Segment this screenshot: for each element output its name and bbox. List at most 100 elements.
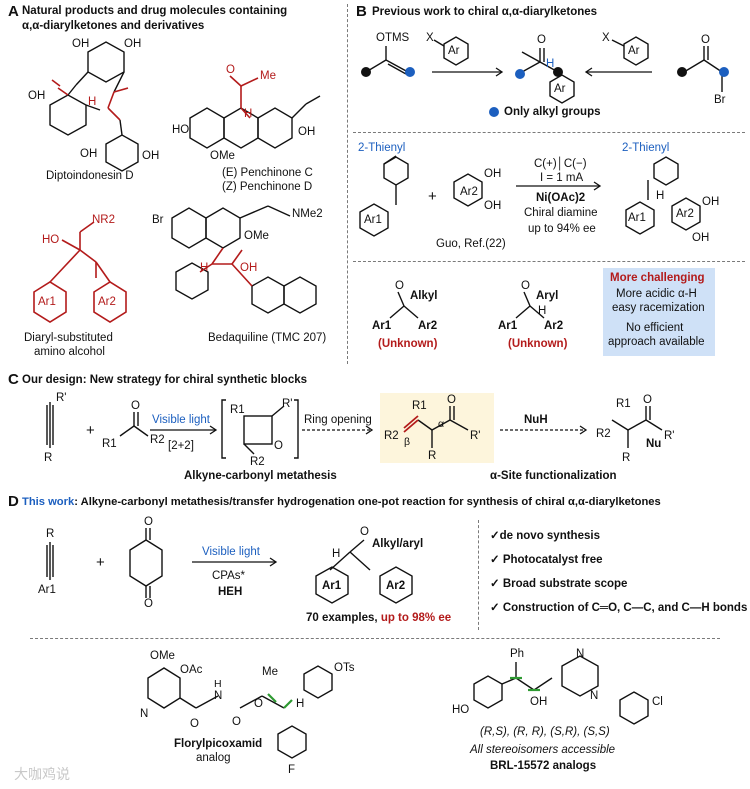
brl-green [510,676,540,692]
amino-name-2: amino alcohol [34,346,105,358]
brl-n2: N [590,690,599,702]
bedaquiline-red [199,247,253,287]
only-alkyl-legend: Only alkyl groups [504,106,601,118]
brl-stereo: (R,S), (R, R), (S,R), (S,S) [480,726,610,738]
bedaquiline-structure [171,205,317,314]
panel-c-title: Our design: New strategy for chiral synt… [22,374,308,386]
intermediate-c [417,406,469,448]
penchinone-e-name: (E) Penchinone C [222,167,313,179]
florylpicoxamid-structure [147,665,333,759]
cond-current: I = 1 mA [540,172,584,184]
ar1-product: Ar1 [322,580,342,592]
oh-label: OH [484,168,502,180]
arrow-guo [516,181,602,191]
ar1-right: Ar1 [628,212,646,224]
flory-n: N [140,708,149,720]
flory-nh: N [214,690,223,702]
florylpicoxamid-sub: analog [196,752,231,764]
label-functionalization: α-Site functionalization [490,470,617,482]
unknown-label-2: (Unknown) [508,338,568,350]
r-prime-label: R' [664,430,675,442]
catechol [453,173,483,207]
r2-label: R2 [384,430,399,442]
check-de-novo: ✓de novo synthesis [490,530,600,542]
r-label: R [428,450,437,462]
panel-d-title-rest: : Alkyne-carbonyl metathesis/transfer hy… [74,496,661,508]
black-dot-2 [553,67,563,77]
guo-reference: Guo, Ref.(22) [436,238,506,250]
alkyne-c [46,402,54,448]
br-label: Br [714,94,726,106]
ketone-product-b [521,48,575,104]
r1-label: R1 [412,400,427,412]
cond-ee: up to 94% ee [528,223,596,235]
examples-label: 70 examples, up to 98% ee [306,612,451,625]
bedaquiline-br: Br [152,214,164,226]
cond-diamine: Chiral diamine [524,207,598,219]
carbonyl-c [119,412,149,437]
visible-light-c: Visible light [152,414,210,426]
heh-label: HEH [218,586,243,598]
me-label: Me [260,70,276,82]
alkyl-label: Alkyl [410,290,438,302]
r-prime-label: R' [470,430,481,442]
aryl-halide-1 [433,36,469,66]
intermediate-c-red [403,415,419,433]
oh-label: OH [124,38,142,50]
o-label: O [521,280,530,292]
challenge-title: More challenging [610,272,705,284]
plus-b: + [428,188,437,205]
challenge-line-1: More acidic α-H [616,288,697,300]
cond-electrodes: C(+)│C(−) [534,158,587,170]
h-label: H [538,305,547,317]
oh-label: OH [484,200,502,212]
flory-h-nh: H [214,678,222,690]
unknown-2 [515,291,545,319]
product-c [611,406,663,448]
r1-label: R1 [230,404,245,416]
brl-name: BRL-15572 analogs [490,760,597,772]
o-label: O [447,394,456,406]
h-label: H [546,58,555,70]
challenge-line-4: approach available [608,336,705,348]
panel-d-letter: D [8,493,19,510]
flory-f: F [288,764,296,776]
panel-d-title: This work: Alkyne-carbonyl metathesis/tr… [22,496,661,509]
ee-label: up to 98% ee [380,612,452,624]
bedaquiline-h: H [200,262,209,274]
ac-o-label: O [226,64,235,76]
penchinone-ome: OMe [210,150,235,162]
flory-o: O [254,698,263,710]
oh-label: OH [142,150,160,162]
oh-label: OH [72,38,90,50]
r2-label: R2 [150,434,165,446]
panel-a-title-2: α,α-diarylketones and derivatives [22,20,205,32]
flory-ome: OMe [150,650,175,662]
brl-n1: N [576,648,585,660]
divider-d-bottom [30,638,720,639]
penchinone-structure [189,95,321,149]
arrow-d [192,557,278,567]
this-work: This work [22,496,75,508]
aryl-label: Aryl [536,290,559,302]
o-label: O [701,34,710,46]
bromoketone [683,46,723,92]
divider-a-b [347,4,348,364]
o-label: O [360,526,369,538]
penchinone-ho: HO [172,124,190,136]
r2-label: R2 [250,456,265,468]
ar1-left: Ar1 [364,214,382,226]
black-dot-1 [361,67,371,77]
arrows-c [150,425,588,435]
panel-a-letter: A [8,3,19,20]
diptoindonesin-red [51,79,129,121]
penchinone-red [229,75,259,119]
florylpicoxamid-name: Florylpicoxamid [174,738,263,750]
amino-ar2: Ar2 [98,296,116,308]
ar2-left: Ar2 [460,186,478,198]
watermark: 大咖鸡说 [14,766,70,782]
amino-name-1: Diaryl-substituted [24,332,113,344]
guo-substrate [359,155,409,237]
cond-nickel: Ni(OAc)2 [536,192,586,204]
thienyl-right: 2-Thienyl [622,142,670,154]
